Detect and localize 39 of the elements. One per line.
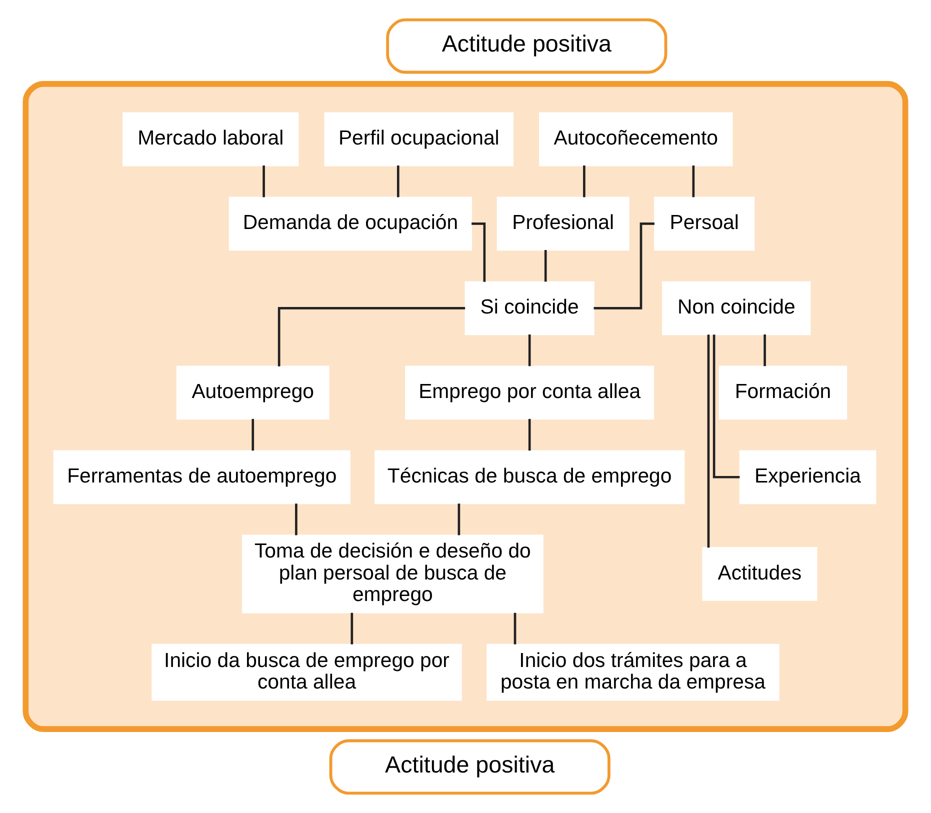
connector bbox=[472, 222, 486, 282]
node-box: Persoal bbox=[654, 196, 755, 251]
node-box: Inicio dos trámites para a posta en marcha da empresa bbox=[486, 644, 780, 701]
node-box: Técnicas de busca de emprego bbox=[374, 450, 685, 504]
node-box: Toma de decisión e deseño do plan persoal de busca de emprego bbox=[242, 534, 544, 614]
node-box: Si coincide bbox=[464, 281, 594, 336]
connector bbox=[458, 504, 460, 536]
node-box: Actitude positiva bbox=[386, 18, 668, 74]
node-box: Autocoñecemento bbox=[539, 112, 733, 166]
connector bbox=[544, 250, 547, 282]
node-box: Experiencia bbox=[739, 450, 876, 504]
node-box: Profesional bbox=[496, 196, 630, 251]
node-box: Perfil ocupacional bbox=[324, 112, 514, 166]
connector bbox=[692, 166, 695, 198]
connector bbox=[350, 612, 354, 644]
connector bbox=[528, 418, 531, 451]
connector bbox=[707, 334, 710, 548]
node-box: Autoemprego bbox=[176, 366, 330, 420]
connector bbox=[252, 418, 254, 451]
connector bbox=[262, 166, 265, 198]
node-box: Ferramentas de autoemprego bbox=[53, 450, 350, 504]
connector bbox=[528, 334, 531, 366]
connector bbox=[396, 166, 400, 198]
node-box: Actitudes bbox=[702, 547, 818, 601]
node-box: Formación bbox=[718, 366, 848, 420]
connector bbox=[764, 334, 766, 366]
cluster bbox=[22, 81, 908, 732]
node-box: Demanda de ocupación bbox=[228, 196, 472, 251]
connector bbox=[712, 334, 740, 478]
connector bbox=[295, 504, 298, 536]
connector bbox=[278, 307, 466, 366]
node-box: Non coincide bbox=[662, 281, 811, 336]
connector bbox=[514, 612, 516, 644]
node-box: Actitude positiva bbox=[329, 739, 610, 795]
node-box: Emprego por conta allea bbox=[405, 366, 654, 420]
connector bbox=[583, 166, 586, 198]
connector bbox=[594, 222, 654, 310]
node-box: Mercado laboral bbox=[122, 112, 299, 166]
node-box: Inicio da busca de emprego por conta allea bbox=[152, 644, 462, 701]
